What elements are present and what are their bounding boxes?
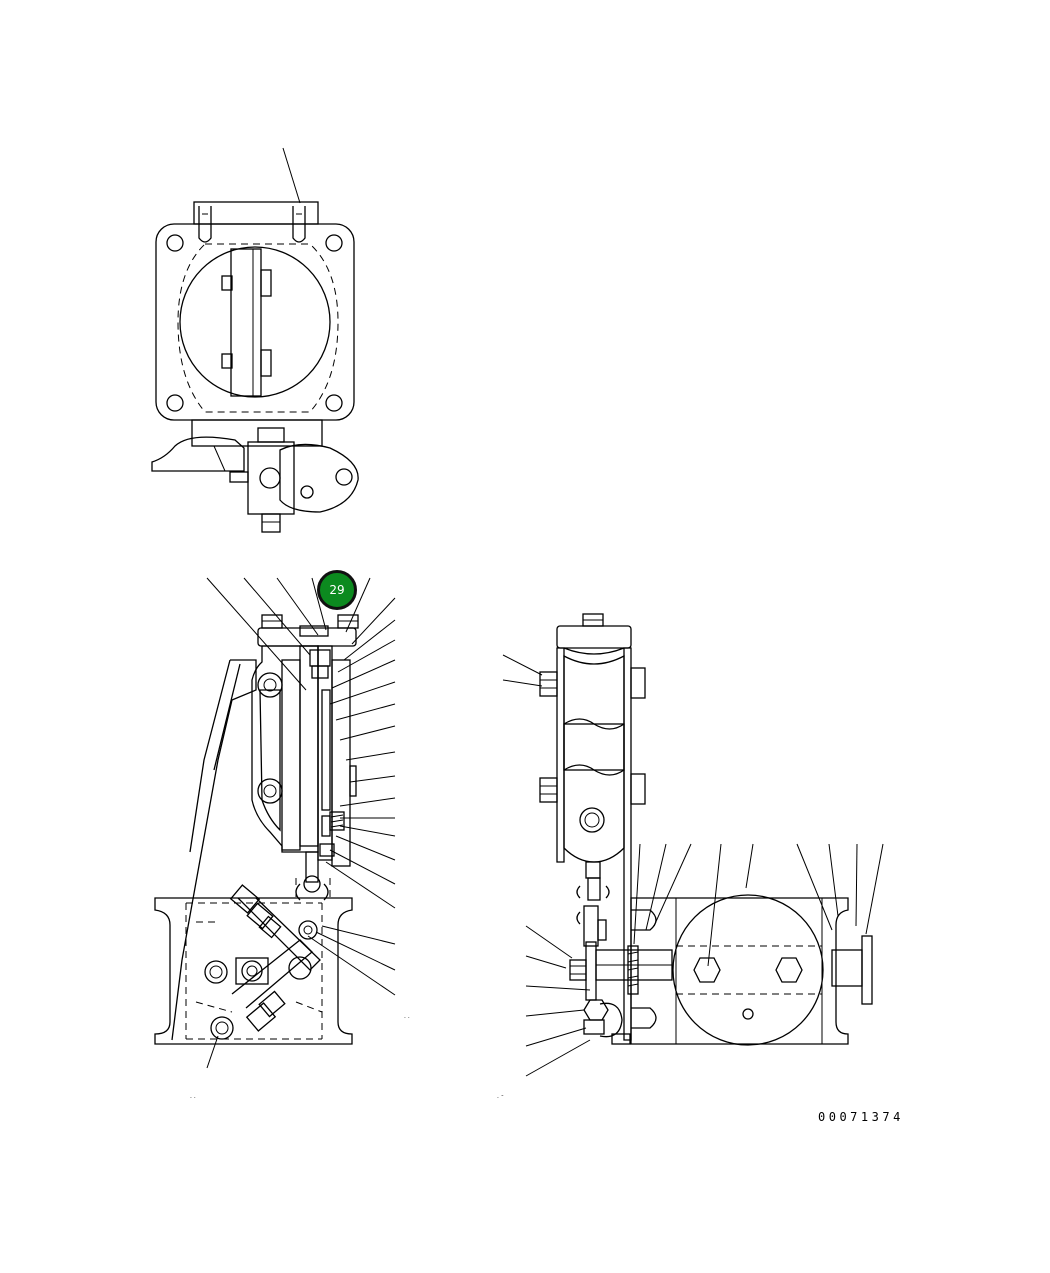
svg-text:· ·: · · [404,1015,410,1022]
svg-text:· ¯: · ¯ [497,1095,504,1102]
callout-badge-29[interactable]: 29 [317,570,357,610]
svg-text:· ·: · · [190,1095,196,1102]
top-view-throttle-body [151,147,359,533]
callout-label: 29 [329,583,345,597]
side-view-right: · ¯ [497,613,884,1102]
drawing-number: 00071374 [818,1110,904,1124]
side-view-left: · · · · [154,577,410,1102]
